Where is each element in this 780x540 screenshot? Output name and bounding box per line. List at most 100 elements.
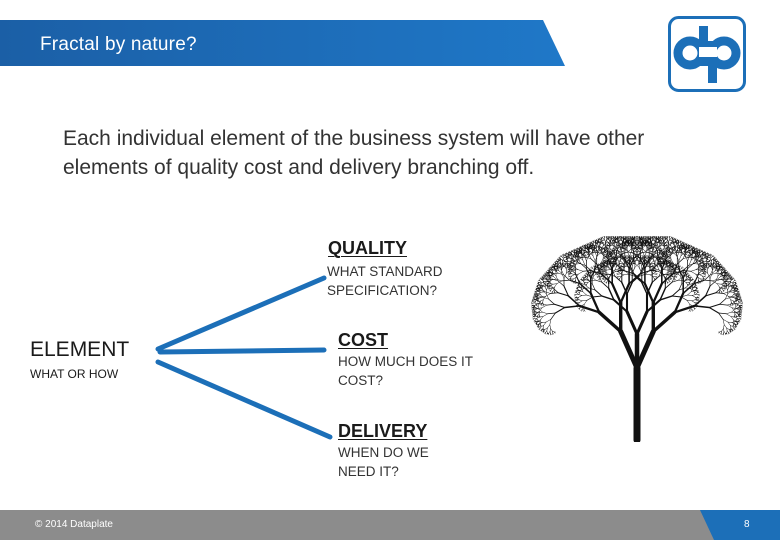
tree-branch — [603, 251, 606, 253]
tree-branch — [698, 252, 701, 255]
tree-branch — [651, 239, 654, 241]
tree-branch — [656, 240, 659, 243]
tree-branch — [551, 291, 554, 293]
tree-branch — [591, 248, 594, 252]
tree-branch — [699, 274, 703, 277]
tree-branch — [609, 243, 612, 246]
tree-branch — [623, 248, 627, 250]
tree-branch — [552, 330, 555, 333]
tree-branch — [733, 319, 735, 323]
tree-branch — [624, 242, 626, 245]
tree-branch — [572, 278, 574, 281]
tree-branch — [670, 251, 674, 254]
tree-branch — [659, 263, 662, 266]
tree-branch — [726, 327, 730, 330]
tree-branch — [550, 267, 553, 270]
tree-branch — [539, 321, 543, 323]
tree-branch — [657, 266, 660, 271]
tree-branch — [682, 252, 686, 256]
tree-branch — [632, 240, 634, 243]
tree-branch — [681, 244, 683, 246]
tree-branch — [635, 244, 638, 247]
tree-branch — [612, 262, 614, 266]
tree-branch — [532, 311, 535, 313]
tree-branch — [616, 241, 619, 245]
tree-branch — [646, 281, 653, 295]
tree-branch — [538, 291, 542, 294]
tree-branch — [633, 256, 636, 259]
tree-branch — [656, 236, 658, 239]
tree-branch — [688, 255, 691, 258]
tree-branch — [675, 264, 678, 267]
tree-branch — [705, 285, 711, 297]
tree-branch — [721, 288, 724, 291]
tree-branch — [727, 280, 730, 284]
tree-branch — [566, 270, 570, 274]
tree-branch — [693, 263, 699, 265]
tree-branch — [663, 269, 668, 271]
tree-branch — [697, 263, 701, 266]
tree-branch — [652, 276, 655, 279]
tree-branch — [653, 259, 656, 263]
tree-branch — [674, 250, 678, 257]
tree-branch — [632, 236, 634, 239]
tree-branch — [631, 237, 633, 240]
tree-branch — [735, 299, 739, 301]
tree-branch — [550, 283, 554, 286]
element-subtitle: WHAT OR HOW — [30, 367, 119, 381]
tree-branch — [726, 313, 732, 317]
tree-branch — [645, 263, 650, 268]
tree-branch — [547, 282, 549, 284]
tree-branch — [666, 260, 668, 264]
tree-branch — [634, 263, 639, 268]
tree-branch — [542, 313, 548, 317]
tree-branch — [583, 307, 585, 311]
tree-branch — [624, 256, 626, 259]
tree-branch — [602, 242, 605, 244]
tree-branch — [578, 295, 583, 298]
tree-branch — [731, 307, 735, 312]
tree-branch — [698, 254, 702, 256]
tree-branch — [734, 284, 737, 286]
tree-branch — [558, 270, 562, 274]
tree-branch — [659, 256, 661, 259]
tree-branch — [576, 253, 579, 255]
tree-branch — [729, 280, 732, 284]
tree-branch — [651, 266, 656, 274]
tree-branch — [737, 318, 740, 321]
tree-branch — [574, 253, 576, 256]
tree-branch — [588, 253, 592, 260]
tree-branch — [532, 306, 534, 308]
tree-branch — [599, 248, 603, 255]
tree-branch — [728, 283, 730, 286]
tree-branch — [670, 248, 673, 251]
tree-branch — [625, 265, 630, 268]
tree-branch — [531, 299, 534, 301]
tree-branch — [613, 239, 615, 241]
tree-branch — [538, 296, 542, 299]
tree-branch — [612, 262, 616, 265]
tree-branch — [570, 266, 573, 269]
tree-branch — [707, 266, 710, 270]
tree-branch — [580, 309, 583, 311]
tree-branch — [587, 255, 590, 257]
tree-branch — [598, 263, 600, 266]
tree-branch — [643, 241, 646, 244]
tree-branch — [651, 261, 654, 264]
tree-branch — [632, 247, 635, 249]
element-title: ELEMENT — [30, 338, 130, 361]
tree-branch — [607, 248, 611, 250]
tree-branch — [578, 254, 581, 258]
tree-branch — [730, 316, 734, 321]
tree-branch — [594, 268, 598, 270]
tree-branch — [558, 262, 562, 265]
tree-branch — [645, 274, 651, 276]
tree-branch — [601, 265, 604, 267]
tree-branch — [670, 258, 674, 264]
tree-branch — [549, 283, 554, 285]
tree-branch — [678, 276, 683, 281]
tree-branch — [611, 249, 614, 251]
tree-branch — [645, 255, 647, 259]
tree-branch — [738, 295, 740, 297]
tree-branch — [606, 245, 608, 247]
